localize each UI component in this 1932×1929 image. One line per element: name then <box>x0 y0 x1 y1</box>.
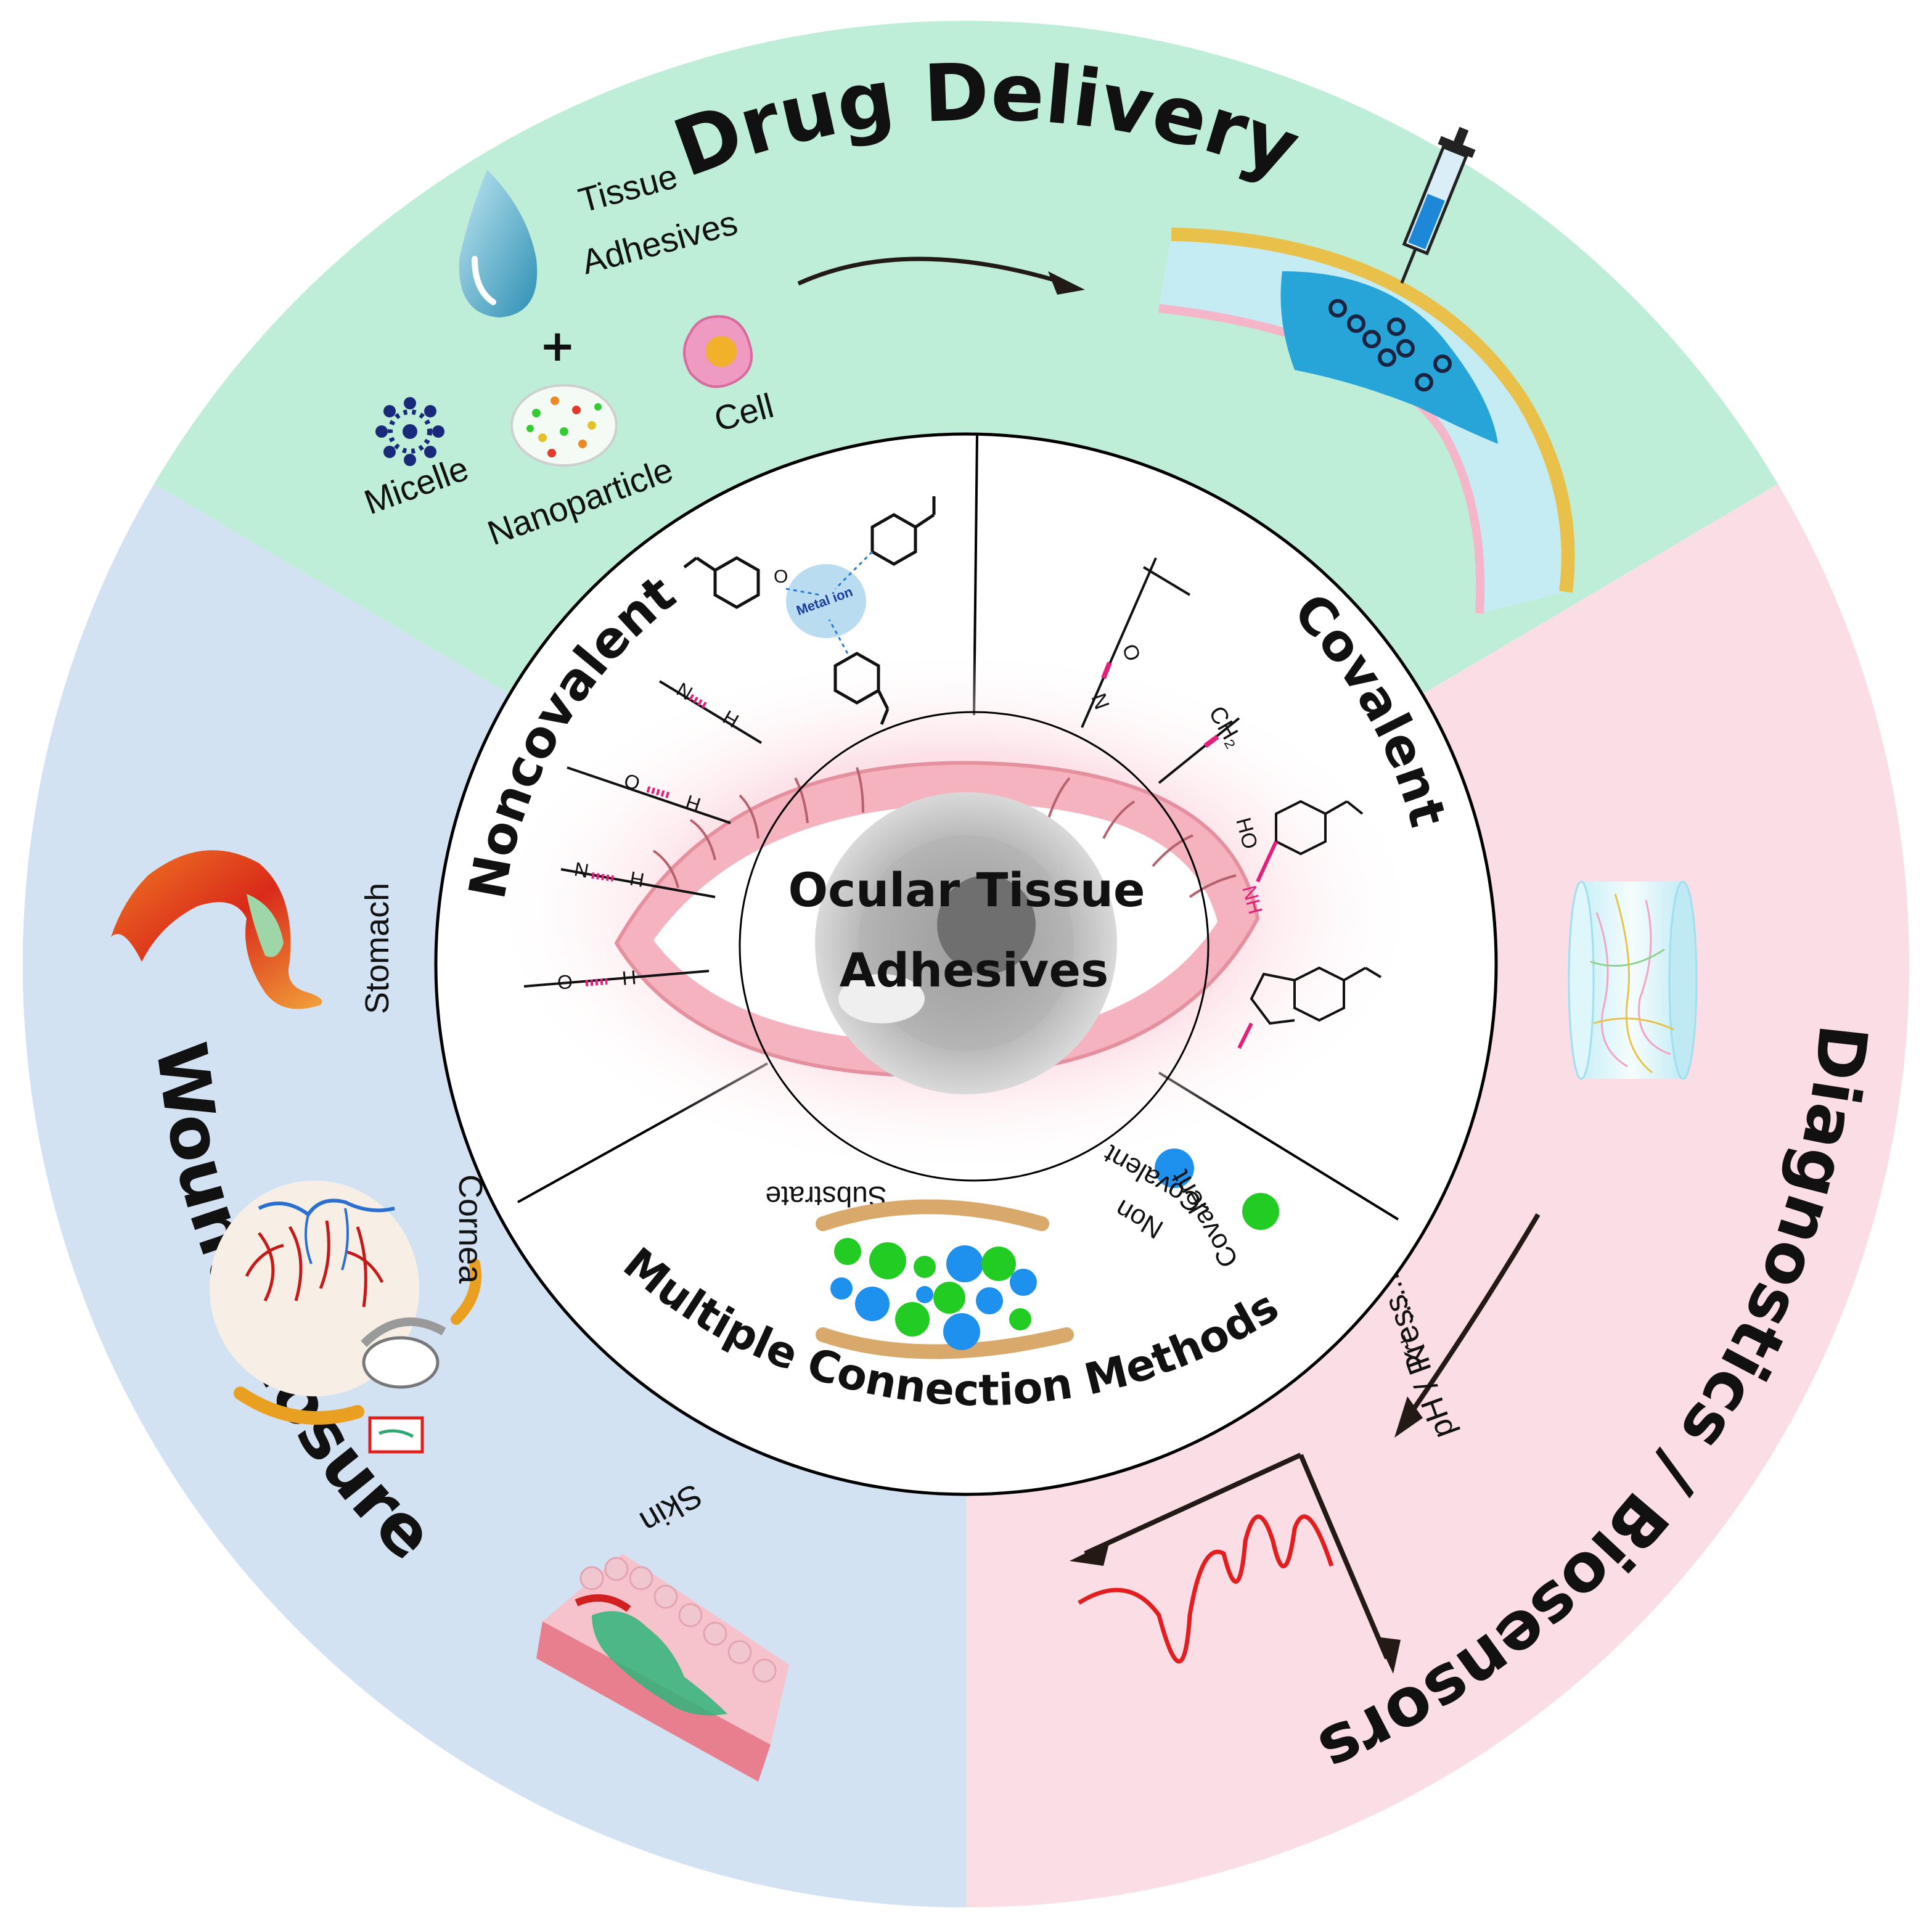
eyelash-lines <box>652 767 1237 898</box>
hbond-row-3: N H <box>560 858 716 898</box>
hydrogen-label-4: H <box>621 966 637 989</box>
eyeball-cornea-icon <box>210 1181 481 1454</box>
skin-layers-icon <box>536 1554 789 1782</box>
syringe-icon <box>1400 126 1476 284</box>
eye-illustration <box>487 647 1424 1182</box>
micelle-icon <box>375 397 444 466</box>
legend-green-dot <box>1242 1193 1279 1230</box>
nanoparticle-icon <box>510 384 618 467</box>
plus-sign: + <box>539 321 576 371</box>
substrate-top <box>816 1199 1049 1231</box>
center-title-line2: Adhesives <box>840 943 1108 997</box>
legend-blue-dot <box>1155 1149 1194 1188</box>
center-title-line1: Ocular Tissue <box>788 862 1145 917</box>
particle-cluster <box>830 1238 1037 1350</box>
metal-ion-bubble <box>786 564 866 638</box>
substrate-bottom <box>816 1327 1074 1359</box>
cell-icon <box>683 315 753 388</box>
stomach-icon <box>111 850 322 1009</box>
wound-closure-panel: Stomach Cornea <box>111 850 789 1782</box>
process-arrow <box>797 256 1068 286</box>
oxygen-label-3: O <box>556 970 573 994</box>
signal-graph <box>1070 1452 1401 1674</box>
cornea-label: Cornea <box>452 1174 489 1284</box>
tissue-injection-illustration <box>1158 126 1575 614</box>
hbond-row-4: O H <box>523 966 710 994</box>
noncovalent-chemistry: Metal ion O N H O H N <box>523 496 936 994</box>
hydrogel-cylinder <box>1568 880 1698 1080</box>
signal-trace <box>1078 1514 1334 1664</box>
stomach-label: Stomach <box>359 883 396 1014</box>
stimulus-arrow <box>1403 1213 1541 1423</box>
oxygen-label: O <box>774 567 788 587</box>
center-frame <box>739 711 1210 1182</box>
